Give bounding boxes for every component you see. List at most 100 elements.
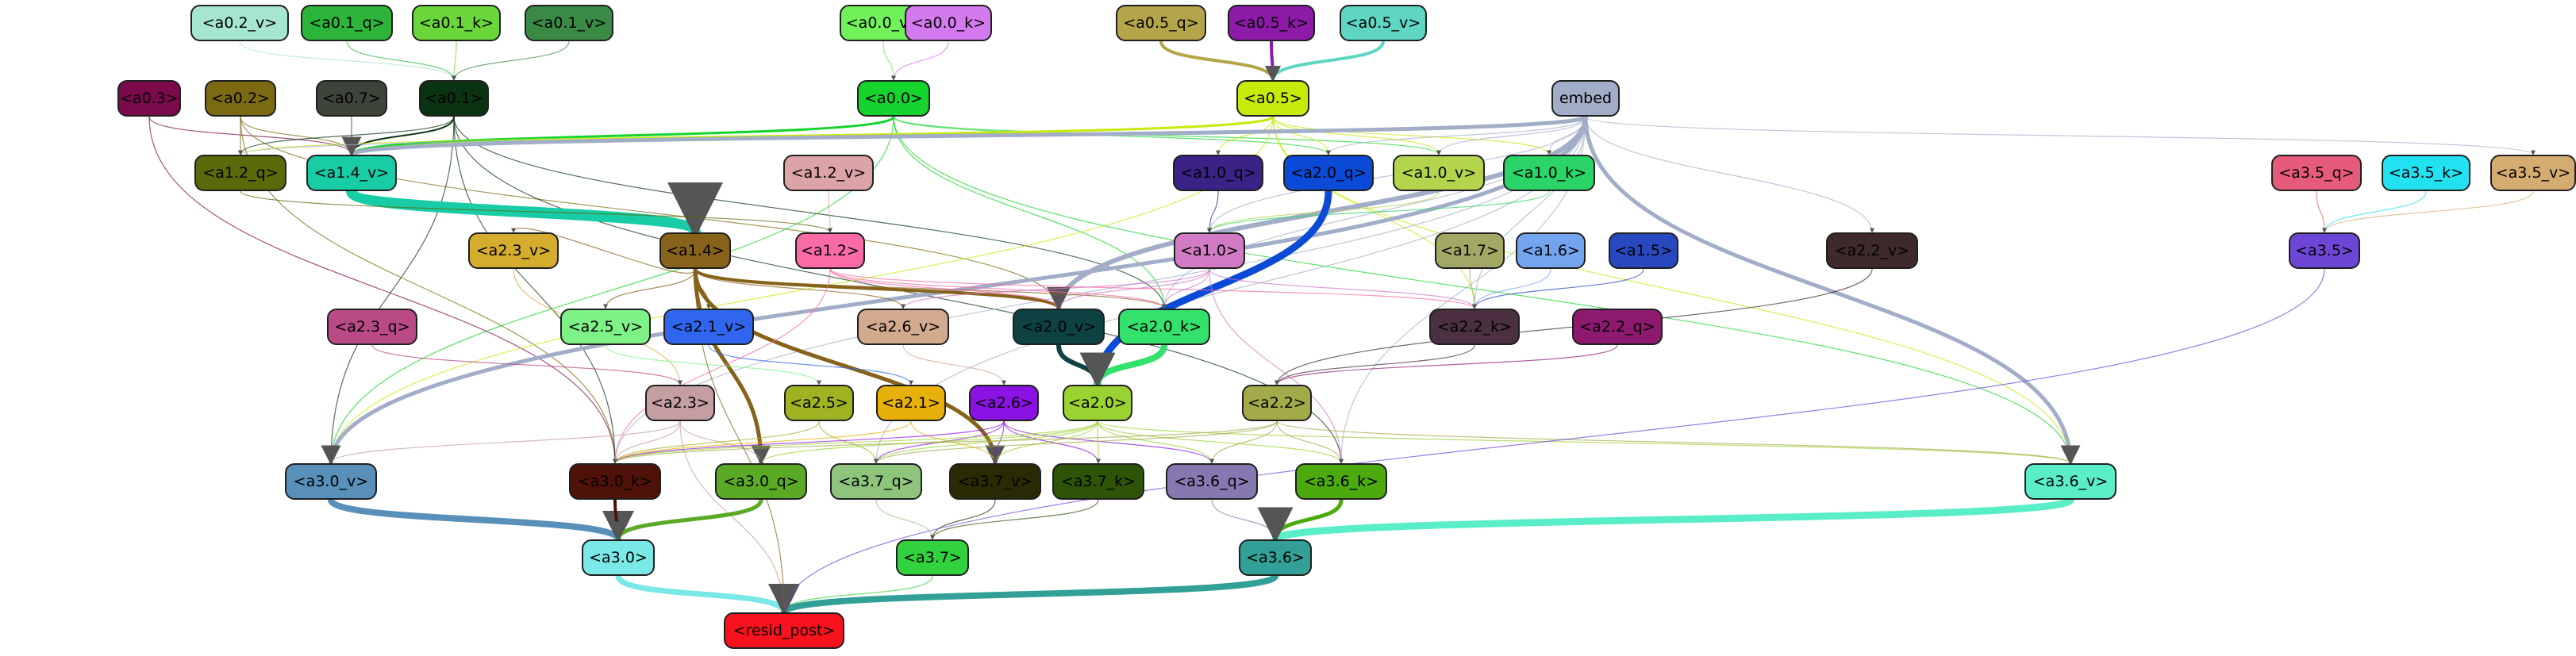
node-a2-2-q[interactable]: <a2.2_q> [1572, 309, 1663, 345]
edge-a0-1-to-a3-0-v [329, 116, 455, 464]
node-a3-0-v[interactable]: <a3.0_v> [285, 463, 377, 500]
node-a1-4[interactable]: <a1.4> [659, 232, 731, 269]
node-a3-7-k[interactable]: <a3.7_k> [1052, 463, 1144, 500]
node-a0-5-q[interactable]: <a0.5_q> [1116, 5, 1206, 41]
edge-a3-5-v-to-a3-5 [2322, 190, 2534, 233]
node-a1-4-v[interactable]: <a1.4_v> [306, 155, 397, 191]
edge-a2-2-to-a3-0-k [613, 420, 1278, 464]
edge-a2-2-to-a3-6-q [1209, 420, 1278, 464]
node-a2-3-v[interactable]: <a2.3_v> [468, 232, 559, 269]
edge-embed-to-a3-6-v [1583, 116, 2081, 466]
node-a2-0-k[interactable]: <a2.0_k> [1118, 309, 1210, 345]
node-a0-7[interactable]: <a0.7> [316, 80, 387, 117]
node-embed[interactable]: embed [1551, 80, 1620, 117]
node-a2-0[interactable]: <a2.0> [1063, 385, 1132, 421]
edge-a2-6-to-a3-7-v [993, 420, 1005, 464]
edge-a1-4-to-a2-5-v [603, 268, 696, 309]
node-a1-7[interactable]: <a1.7> [1435, 232, 1505, 269]
node-a1-0-q[interactable]: <a1.0_q> [1173, 155, 1263, 191]
edge-a2-5-to-a3-0-k [613, 420, 820, 464]
node-a3-7-v[interactable]: <a3.7_v> [949, 463, 1041, 500]
edge-a0-5-to-a1-0-q [1216, 116, 1274, 155]
node-a1-0[interactable]: <a1.0> [1174, 232, 1245, 269]
node-a2-5[interactable]: <a2.5> [784, 385, 854, 421]
node-a3-5-k[interactable]: <a3.5_k> [2382, 155, 2470, 191]
node-a0-1-k[interactable]: <a0.1_k> [412, 5, 501, 41]
node-a3-0-k[interactable]: <a3.0_k> [569, 463, 661, 500]
node-a2-1-v[interactable]: <a2.1_v> [663, 309, 754, 345]
edge-a2-1-to-a3-0-k [613, 420, 912, 464]
node-a0-1[interactable]: <a0.1> [419, 80, 489, 117]
node-a3-7-q[interactable]: <a3.7_q> [830, 463, 922, 500]
node-a2-6-v[interactable]: <a2.6_v> [857, 309, 949, 345]
node-a2-6[interactable]: <a2.6> [969, 385, 1039, 421]
node-a2-1[interactable]: <a2.1> [876, 385, 946, 421]
node-a2-2-v[interactable]: <a2.2_v> [1826, 232, 1918, 269]
node-a0-1-q[interactable]: <a0.1_q> [301, 5, 393, 41]
edge-a2-6-to-a3-7-k [1003, 420, 1101, 464]
edge-a0-2-to-a3-0-k [240, 116, 617, 464]
node-a0-0-k[interactable]: <a0.0_k> [905, 5, 992, 41]
edge-a3-6-v-to-a3-6 [1258, 496, 2074, 543]
edge-a2-0-to-a3-0-k [613, 420, 1098, 464]
node-a3-6-k[interactable]: <a3.6_k> [1295, 463, 1387, 500]
edge-a2-6-to-a3-6-q [1003, 420, 1214, 464]
node-a3-7[interactable]: <a3.7> [896, 539, 969, 576]
edge-a2-3-to-a3-0-k [613, 420, 681, 464]
node-a2-3[interactable]: <a2.3> [645, 385, 715, 421]
edge-a0-2-to-a1-4-v [240, 116, 354, 155]
edge-a2-0-k-to-a2-0 [1082, 344, 1167, 388]
edge-a2-0-to-a3-7-v [993, 420, 1098, 464]
node-a2-0-q[interactable]: <a2.0_q> [1283, 155, 1374, 191]
node-a1-2[interactable]: <a1.2> [795, 232, 865, 269]
node-a3-5-v[interactable]: <a3.5_v> [2490, 155, 2576, 191]
edge-a2-0-v-to-a2-0 [1056, 344, 1109, 387]
edge-a1-2-to-a2-0-v [829, 268, 1061, 309]
node-a2-2[interactable]: <a2.2> [1242, 385, 1312, 421]
node-a3-0-q[interactable]: <a3.0_q> [715, 463, 807, 500]
node-a0-0[interactable]: <a0.0> [857, 80, 930, 117]
edge-a0-1-to-a2-0-k [453, 116, 1167, 309]
node-a2-2-k[interactable]: <a2.2_k> [1429, 309, 1520, 345]
node-a3-0[interactable]: <a3.0> [582, 539, 655, 576]
edge-a1-0-to-a2-2-k [1209, 268, 1477, 309]
node-a3-5[interactable]: <a3.5> [2289, 232, 2360, 269]
edge-a0-0-to-a3-6-v [893, 116, 2073, 464]
node-a2-3-q[interactable]: <a2.3_q> [327, 309, 417, 345]
node-a1-6[interactable]: <a1.6> [1516, 232, 1586, 269]
node-a0-5-k[interactable]: <a0.5_k> [1228, 5, 1315, 41]
edge-a1-0-q-to-a1-0 [1207, 190, 1219, 233]
node-a3-5-q[interactable]: <a3.5_q> [2271, 155, 2362, 191]
edge-a1-0-to-a3-6-k [1209, 268, 1344, 464]
edge-a3-0-to-resid-post [615, 574, 798, 616]
node-a2-0-v[interactable]: <a2.0_v> [1013, 309, 1105, 345]
node-a0-3[interactable]: <a0.3> [117, 80, 181, 117]
edge-a0-0-k-to-a0-0 [891, 40, 949, 81]
node-a0-1-v[interactable]: <a0.1_v> [525, 5, 613, 41]
node-a0-2-v[interactable]: <a0.2_v> [190, 5, 289, 41]
edge-embed-to-a1-4-v [342, 114, 1588, 157]
edge-a2-6-v-to-a2-6 [902, 344, 1006, 386]
node-a3-6[interactable]: <a3.6> [1239, 539, 1312, 576]
node-a1-5[interactable]: <a1.5> [1609, 232, 1678, 269]
node-a0-2[interactable]: <a0.2> [205, 80, 276, 117]
edge-a1-2-to-a2-0-k [829, 268, 1167, 309]
node-a3-6-q[interactable]: <a3.6_q> [1166, 463, 1258, 500]
node-a2-5-v[interactable]: <a2.5_v> [560, 309, 651, 345]
edge-embed-to-a2-2-k [1472, 116, 1586, 309]
edge-a0-1-to-a3-0-k [453, 116, 617, 464]
node-a1-2-v[interactable]: <a1.2_v> [783, 155, 874, 191]
edge-a1-4-to-a3-7-v [693, 268, 1005, 466]
node-a1-2-q[interactable]: <a1.2_q> [194, 155, 286, 191]
edge-a3-7-q-to-a3-7 [875, 499, 935, 540]
node-a3-6-v[interactable]: <a3.6_v> [2024, 463, 2117, 500]
node-a0-5[interactable]: <a0.5> [1236, 80, 1309, 117]
edge-a1-4-to-a2-6-v [694, 268, 905, 309]
node-a0-5-v[interactable]: <a0.5_v> [1340, 5, 1427, 41]
node-resid-post[interactable]: <resid_post> [724, 612, 844, 649]
node-a1-0-v[interactable]: <a1.0_v> [1393, 155, 1485, 191]
edge-a1-4-to-a2-3-v [511, 228, 696, 274]
edge-a2-0-to-a3-6-q [1097, 420, 1214, 464]
edge-a0-5-k-to-a0-5 [1264, 40, 1281, 82]
node-a1-0-k[interactable]: <a1.0_k> [1503, 155, 1595, 191]
